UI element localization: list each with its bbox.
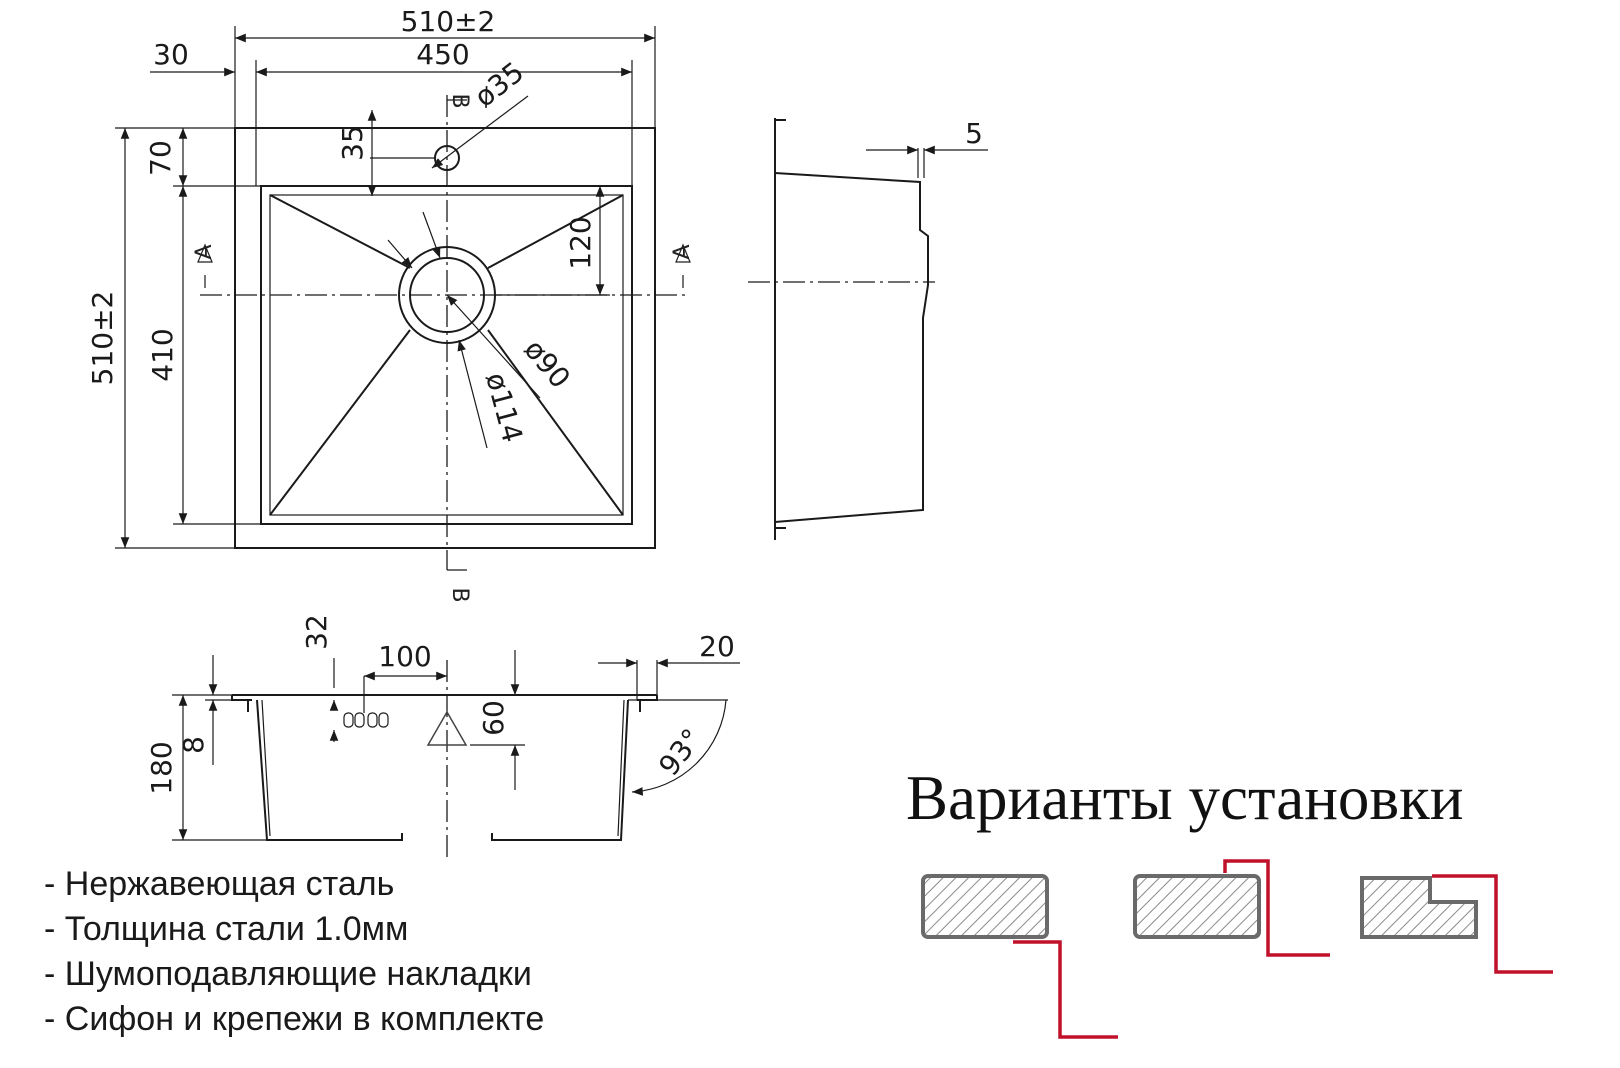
svg-text:B: B bbox=[447, 587, 472, 602]
feature-item: - Шумоподавляющие накладки bbox=[44, 955, 532, 993]
dim-drain-outer-diameter: ø114 bbox=[479, 369, 529, 446]
dim-overall-depth: 510±2 bbox=[86, 291, 119, 386]
dim-overflow-height: 60 bbox=[477, 700, 510, 736]
dim-bowl-depth: 410 bbox=[146, 328, 179, 381]
section-mark-a-left: A bbox=[192, 243, 217, 288]
side-view: 5 bbox=[748, 117, 988, 540]
feature-item: - Нержавеющая сталь bbox=[44, 865, 395, 903]
section-mark-a-right: A bbox=[670, 243, 695, 288]
dim-side-margin: 30 bbox=[153, 38, 189, 71]
section-mark-b-top: B bbox=[447, 93, 472, 109]
feature-item: - Сифон и крепежи в комплекте bbox=[44, 1000, 545, 1038]
dim-overflow-length: 100 bbox=[378, 640, 431, 673]
install-option-overmount bbox=[921, 874, 1118, 1039]
installation-title: Варианты установки bbox=[906, 763, 1464, 833]
dim-rim-height: 8 bbox=[177, 736, 210, 754]
dim-faucet-diameter: ø35 bbox=[468, 55, 530, 113]
dim-back-margin: 70 bbox=[144, 140, 177, 176]
brand-logo-triangle bbox=[426, 710, 468, 746]
dim-total-height: 180 bbox=[145, 741, 178, 794]
top-view: A A B B 510±2 450 30 510±2 bbox=[86, 5, 695, 603]
dim-drain-offset: 120 bbox=[564, 216, 597, 269]
section-mark-b-bottom: B bbox=[447, 569, 472, 603]
dim-rim-overhang: 20 bbox=[699, 630, 735, 663]
svg-text:A: A bbox=[192, 244, 217, 259]
sink-outline bbox=[234, 127, 656, 549]
feature-list: - Нержавеющая сталь - Толщина стали 1.0м… bbox=[44, 862, 544, 1042]
section-view: 32 100 20 180 8 60 93° bbox=[145, 614, 740, 860]
svg-text:B: B bbox=[447, 93, 472, 108]
svg-text:A: A bbox=[670, 244, 695, 259]
dim-wall-angle: 93° bbox=[652, 722, 709, 781]
dim-flange: 5 bbox=[965, 117, 983, 150]
install-option-flush-mount bbox=[1133, 859, 1330, 957]
feature-item: - Толщина стали 1.0мм bbox=[44, 910, 409, 948]
dim-bowl-width: 450 bbox=[416, 38, 469, 71]
dim-faucet-offset: 35 bbox=[336, 125, 369, 161]
dim-overflow-offset: 32 bbox=[300, 614, 333, 650]
dim-overall-width: 510±2 bbox=[401, 5, 496, 38]
dim-drain-inner-diameter: ø90 bbox=[518, 333, 577, 395]
overflow-slots bbox=[343, 712, 389, 728]
install-option-undermount bbox=[1360, 874, 1553, 974]
